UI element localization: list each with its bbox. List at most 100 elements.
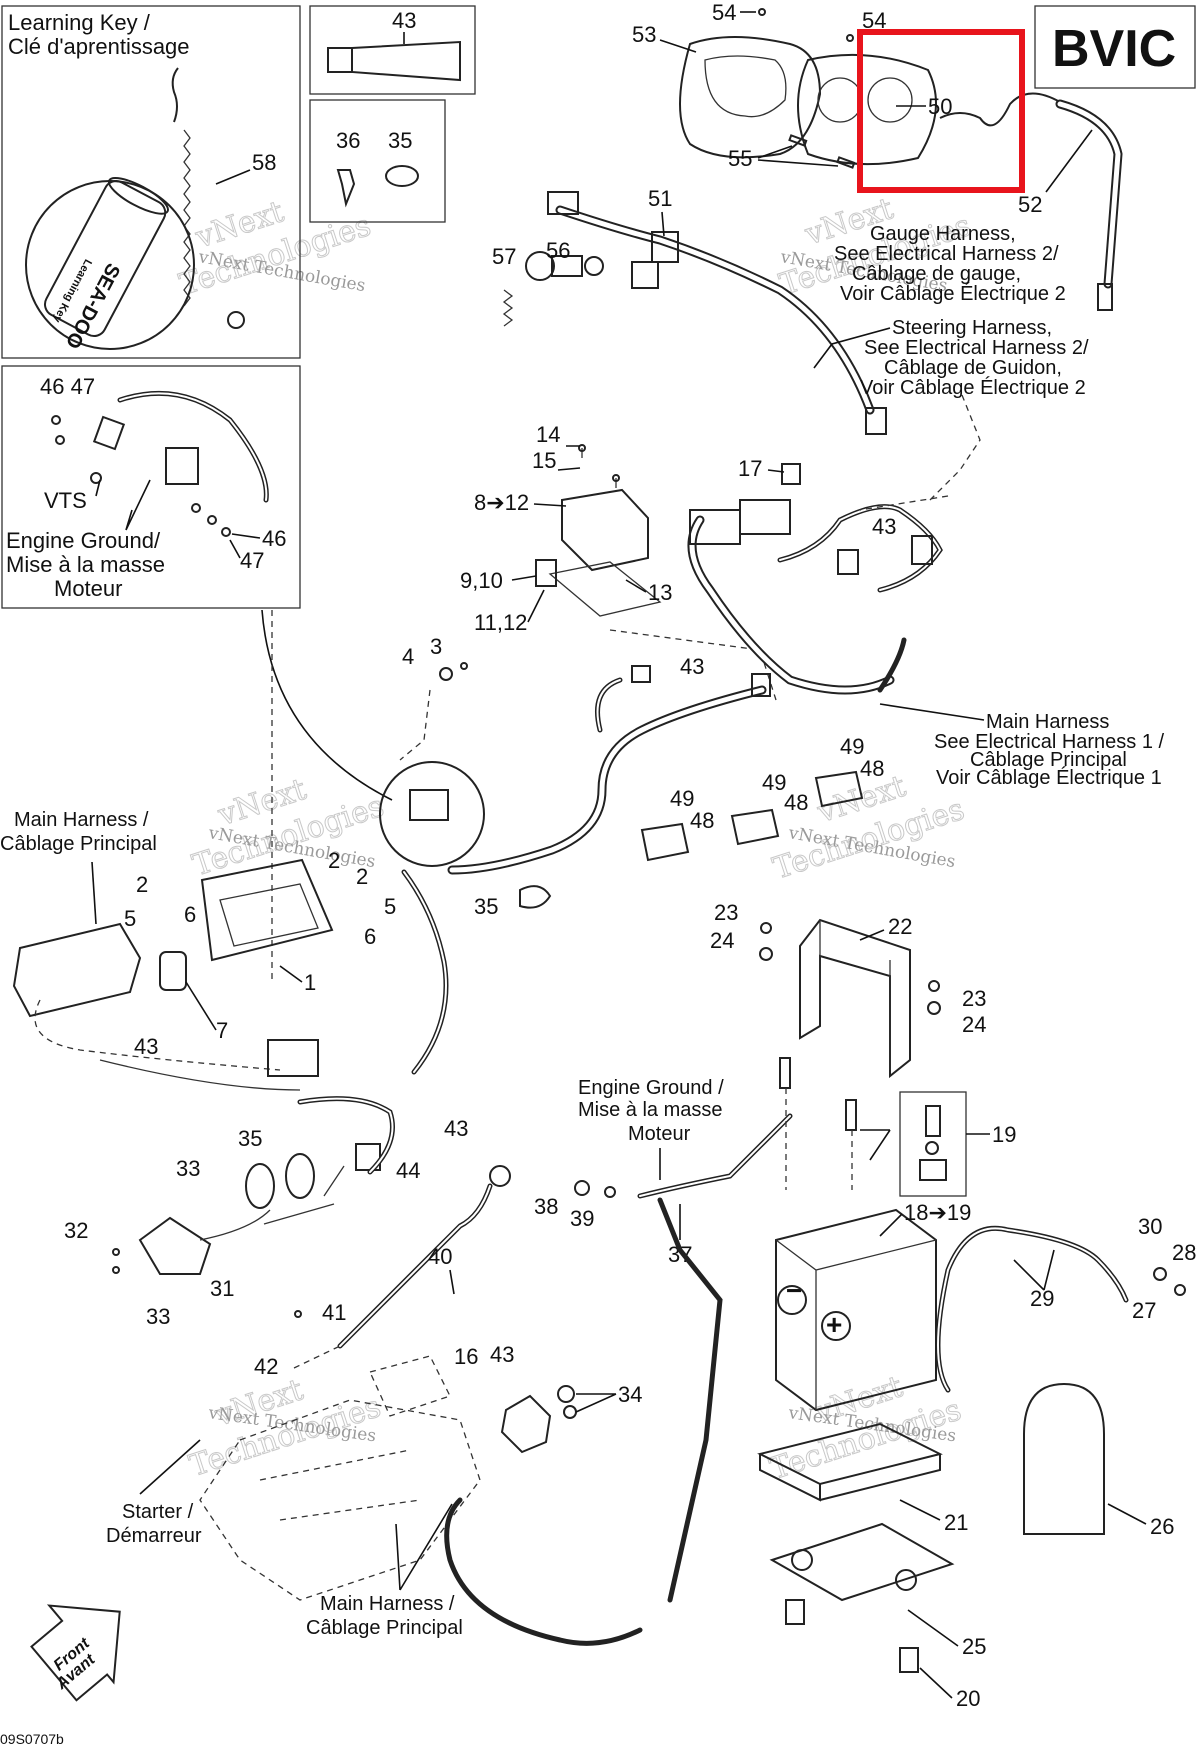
callout-26: 26 <box>1150 1514 1174 1539</box>
control-module-assembly: 14 15 8➔12 9,10 11,12 13 <box>460 422 777 701</box>
lanyard-coil <box>183 129 191 307</box>
caption-line: Engine Ground / <box>578 1077 724 1099</box>
relay-cable <box>401 869 449 1075</box>
module-plate-13 <box>548 561 662 617</box>
starter-motor-outline <box>199 1399 481 1601</box>
clip-51 <box>651 231 679 263</box>
callout-53: 53 <box>632 22 656 47</box>
main-harness-lower <box>447 685 767 875</box>
gauge-dial-left <box>817 77 863 123</box>
callout-44: 44 <box>396 1158 420 1183</box>
gauge-cluster-assembly: 54 54 53 50 55 52 <box>632 0 1123 311</box>
badge-frame <box>1034 5 1196 89</box>
callout-31: 31 <box>210 1276 234 1301</box>
harness-branch-right <box>777 504 943 593</box>
cable-tie-35 <box>519 885 552 909</box>
harness-branch <box>595 677 623 733</box>
callout-43: 43 <box>872 514 896 539</box>
callout-43: 43 <box>490 1342 514 1367</box>
callout-43: 43 <box>392 8 416 33</box>
engine-ground-line1: Engine Ground/ <box>6 528 161 553</box>
bolt-kit-box <box>899 1091 967 1197</box>
callout-7: 7 <box>216 1018 228 1043</box>
cable-tie-35 <box>245 1163 275 1209</box>
callout-43: 43 <box>444 1116 468 1141</box>
callout-54: 54 <box>862 8 886 33</box>
callout-46-47: 46 47 <box>40 374 95 399</box>
callout-2: 2 <box>328 848 340 873</box>
callout-33: 33 <box>146 1304 170 1329</box>
main-harness-left-caption: Main Harness / Câblage Principal <box>0 809 157 925</box>
learning-key-title-fr: Clé d'aprentissage <box>8 34 190 59</box>
module-connector <box>535 559 557 587</box>
callout-6: 6 <box>184 902 196 927</box>
battery-bracket-assembly: 23 24 22 23 24 <box>710 900 986 1079</box>
battery-18 <box>775 1208 937 1412</box>
caption-line: Démarreur <box>106 1525 202 1547</box>
engine-ground-line2: Mise à la masse <box>6 552 165 577</box>
lanyard-post-57 <box>525 251 555 281</box>
callout-55: 55 <box>728 146 752 171</box>
lanyard-ring <box>227 311 245 329</box>
caption-line: Câblage de gauge, <box>852 263 1021 285</box>
front-arrow: Front Avant <box>30 1604 121 1702</box>
main-harness-bottom-cable <box>444 1497 643 1646</box>
part-43-tube-panel: 43 <box>309 5 476 95</box>
connector <box>751 673 771 697</box>
callout-35: 35 <box>388 128 412 153</box>
model-badge: BVIC <box>1052 20 1176 78</box>
steering-connector <box>865 407 887 435</box>
callout-29: 29 <box>1030 1286 1054 1311</box>
callout-50: 50 <box>928 94 952 119</box>
caption-line: Moteur <box>628 1123 691 1145</box>
callout-56: 56 <box>546 238 570 263</box>
foot-20 <box>899 1647 919 1673</box>
callout-35: 35 <box>238 1126 262 1151</box>
main-harness-assembly: 17 43 43 <box>447 389 981 875</box>
callout-43: 43 <box>680 654 704 679</box>
highlight-box <box>857 29 1025 193</box>
callout-39: 39 <box>570 1206 594 1231</box>
connector <box>837 549 859 575</box>
gauge-pigtail <box>939 92 1061 127</box>
battery-tray-21 <box>757 1422 943 1502</box>
base-plate-25 <box>769 1522 955 1602</box>
tube-body <box>351 40 461 82</box>
lanyard-clip <box>171 67 179 123</box>
callout-23: 23 <box>962 986 986 1011</box>
ground-terminal-block <box>165 447 199 485</box>
clip-48 <box>730 808 780 846</box>
screw-3 <box>460 662 468 670</box>
caption-line: Câblage Principal <box>306 1617 463 1639</box>
callout-33: 33 <box>176 1156 200 1181</box>
leader-58 <box>215 169 251 185</box>
washer-4 <box>439 667 453 681</box>
callout-42: 42 <box>254 1354 278 1379</box>
ground-vts-label: VTS <box>44 488 87 513</box>
fuse-box-left <box>12 858 334 1091</box>
caption-line: Main Harness <box>986 711 1109 733</box>
nut-28 <box>1153 1267 1167 1281</box>
callout-48: 48 <box>690 808 714 833</box>
callout-15: 15 <box>532 448 556 473</box>
tube-cap <box>327 47 353 73</box>
caption-line: Starter / <box>122 1501 194 1523</box>
bracket-1 <box>200 858 334 962</box>
gauge-harness-caption: Gauge Harness, See Electrical Harness 2/… <box>834 223 1066 305</box>
caption-line: Gauge Harness, <box>870 223 1016 245</box>
callout-47: 47 <box>240 548 264 573</box>
learning-key-cap <box>107 177 169 215</box>
callout-57: 57 <box>492 244 516 269</box>
bezel-opening <box>704 55 787 118</box>
callout-30: 30 <box>1138 1214 1162 1239</box>
callout-24: 24 <box>962 1012 986 1037</box>
plus-terminal-mark: + <box>826 1309 842 1340</box>
callout-38: 38 <box>534 1194 558 1219</box>
callout-49: 49 <box>762 770 786 795</box>
cable-tie-35 <box>285 1153 315 1199</box>
ground-terminal <box>92 415 126 451</box>
minus-terminal-mark: − <box>786 1275 802 1306</box>
battery-assembly: − + 18➔19 <box>775 1200 971 1412</box>
lanyard-cord <box>502 289 514 327</box>
